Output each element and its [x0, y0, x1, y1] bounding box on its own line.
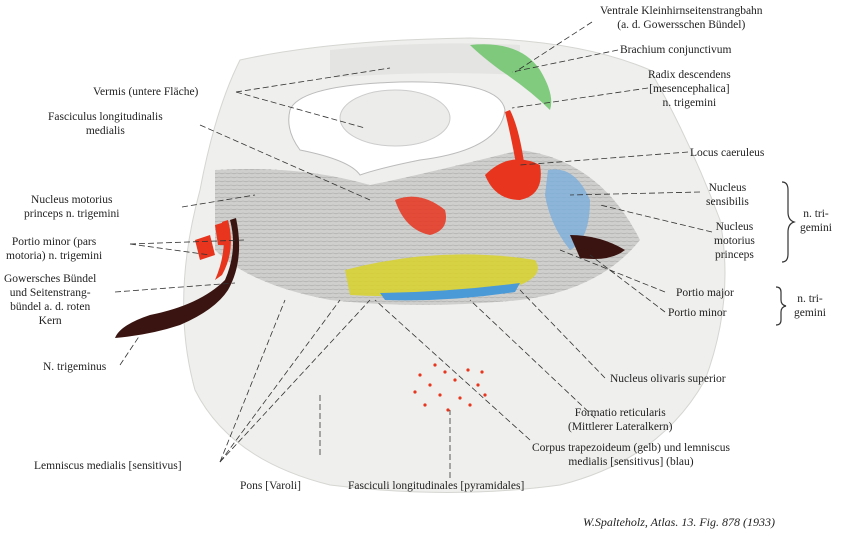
label-locus-caeruleus: Locus caeruleus: [690, 147, 765, 159]
label-line: n. tri-: [797, 293, 823, 305]
label-gowersches-buendel: Gowersches Bündel und Seitenstrang-bündel…: [4, 272, 96, 328]
brace-trigemini-portio: [775, 286, 787, 326]
nucleus-sensibilis: [545, 169, 590, 250]
corpus-trapezoideum: [345, 254, 538, 297]
trigeminus-left-red: [215, 220, 231, 280]
label-line: Nucleus: [715, 221, 754, 233]
label-portio-major: Portio major: [676, 287, 734, 299]
label-vermis: Vermis (untere Fläche): [93, 86, 199, 98]
brachium-conjunctivum: [470, 44, 552, 110]
label-nucleus-motorius-princeps-right: Nucleus motorius princeps: [714, 220, 755, 262]
label-line: Radix descendens: [648, 69, 731, 81]
label-n-trigeminus: N. trigeminus: [43, 361, 107, 373]
label-line: Portio minor (pars: [11, 236, 97, 248]
label-line: Fasciculus longitudinalis: [48, 111, 163, 123]
label-portio-minor: Portio minor: [668, 307, 727, 319]
trigeminus-left-nerve: [115, 218, 240, 338]
label-line: n. trigemini: [662, 97, 717, 109]
pyramidal-fascicles: [413, 363, 487, 412]
label-n-trigemini-group2: n. tri-gemini: [794, 292, 826, 320]
label-line: und Seitenstrang-: [9, 287, 91, 299]
label-fasciculus-longitudinalis-medialis: Fasciculus longitudinalis medialis: [48, 110, 163, 138]
locus-caeruleus: [485, 159, 541, 200]
label-fasciculi-pyramidales: Fasciculi longitudinales [pyramidales]: [348, 480, 525, 492]
label-formatio-reticularis: Formatio reticularis (Mittlerer Lateralke…: [568, 406, 672, 434]
vermis-region: [330, 43, 520, 78]
label-lemniscus-medialis: Lemniscus medialis [sensitivus]: [34, 460, 182, 472]
brace-trigemini-nuclei: [781, 181, 796, 263]
label-line: n. tri-: [803, 208, 829, 220]
label-line: Kern: [38, 315, 62, 327]
radix-descendens: [505, 110, 525, 175]
label-portio-minor-pars-motoria: Portio minor (pars motoria) n. trigemini: [6, 235, 102, 263]
label-line: Corpus trapezoideum (gelb) und lemniscus: [532, 442, 731, 454]
label-line: motoria) n. trigemini: [6, 250, 103, 262]
label-n-trigemini-group1: n. tri-gemini: [800, 207, 832, 235]
lemniscus-medialis-blue: [380, 283, 520, 301]
label-line: bündel a. d. roten: [10, 301, 91, 313]
label-line: medialis [sensitivus] (blau): [568, 456, 694, 468]
label-line: Gowersches Bündel: [4, 273, 97, 285]
label-nucleus-motorius-princeps: Nucleus motorius princeps n. trigemini: [24, 193, 120, 221]
label-line: princeps n. trigemini: [24, 208, 120, 220]
label-line: motorius: [714, 235, 755, 247]
label-line: gemini: [794, 307, 826, 319]
label-line: sensibilis: [706, 196, 749, 208]
label-line: (a. d. Gowersschen Bündel): [617, 19, 746, 31]
label-line: Nucleus motorius: [31, 194, 113, 206]
label-line: [mesencephalica]: [649, 83, 730, 95]
label-nucleus-olivaris-superior: Nucleus olivaris superior: [610, 373, 726, 385]
leader-lines: [114, 21, 713, 478]
label-line: Formatio reticularis: [574, 407, 666, 419]
label-line: gemini: [800, 222, 832, 234]
nucleus-motorius-center: [395, 196, 446, 235]
label-corpus-trapezoideum: Corpus trapezoideum (gelb) und lemniscus…: [532, 441, 730, 469]
label-line: (Mittlerer Lateralkern): [568, 421, 673, 433]
figure-caption: W.Spalteholz, Atlas. 13. Fig. 878 (1933): [583, 515, 775, 529]
vermis-lower: [339, 89, 451, 147]
label-line: Ventrale Kleinhirnseitenstrangbahn: [600, 5, 763, 17]
label-line: medialis: [85, 125, 125, 137]
label-radix-descendens: Radix descendens [mesencephalica] n. trige…: [648, 68, 731, 110]
label-line: Nucleus: [708, 182, 747, 194]
label-ventrale-kleinhirnseitenstrangbahn: Ventrale Kleinhirnseitenstrangbahn (a. d.…: [600, 4, 763, 32]
label-line: princeps: [714, 249, 754, 261]
label-nucleus-sensibilis: Nucleus sensibilis: [706, 181, 749, 209]
portio-major-nerve: [570, 235, 625, 259]
label-brachium-conjunctivum: Brachium conjunctivum: [620, 44, 732, 56]
label-pons-varoli: Pons [Varoli]: [240, 480, 302, 492]
